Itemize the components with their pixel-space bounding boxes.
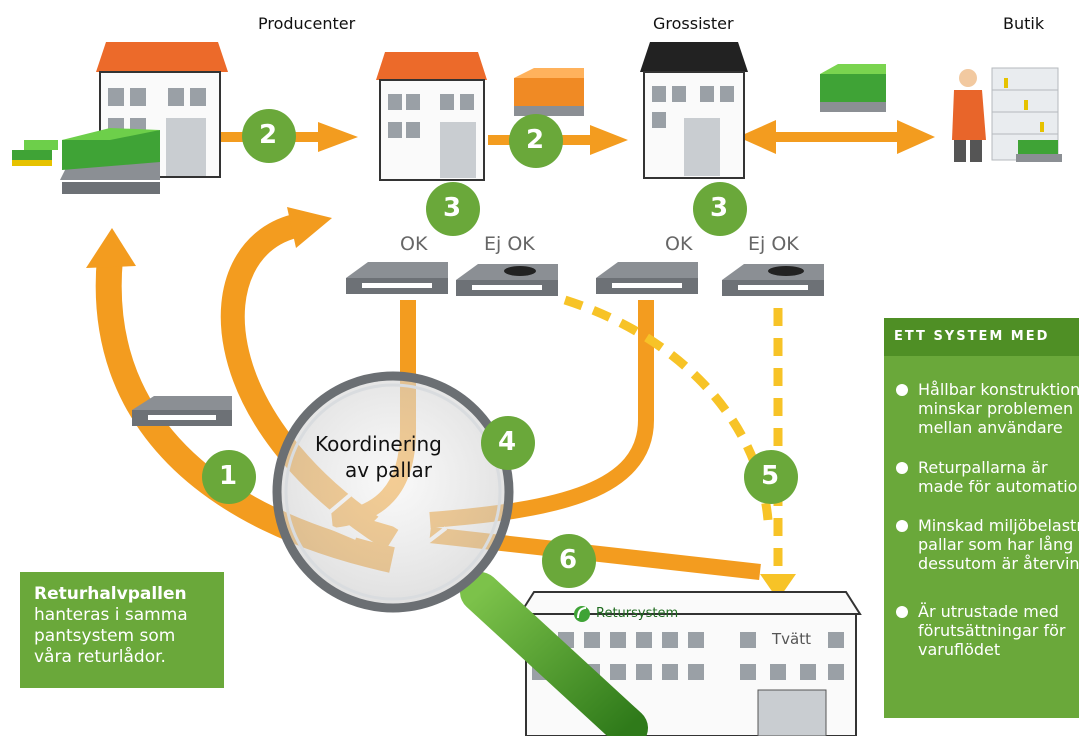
bullet-dot-icon [896, 520, 908, 532]
retursystem-logo-arrow-icon [577, 607, 587, 619]
wash-label: Tvätt [772, 630, 811, 648]
step-number-1: 1 [219, 461, 238, 491]
note-line: hanteras i samma [34, 605, 188, 625]
step-badge-2a [242, 109, 296, 163]
shop-worker-illustration [952, 67, 1062, 162]
return-pallet-note: Returhalvpallen hanteras i samma pantsys… [20, 572, 224, 688]
step-number-5: 5 [761, 461, 780, 491]
step-badge-6 [542, 534, 596, 588]
magnifying-glass-icon [272, 371, 648, 736]
label-not-ok-wholesaler: Ej OK [748, 233, 799, 255]
step-badge-5 [744, 450, 798, 504]
step-number-4: 4 [498, 427, 517, 457]
return-arrow-head-left [86, 228, 136, 268]
note-line: pantsystem som [34, 626, 176, 646]
producer-building-2 [376, 52, 487, 181]
step-number-2a: 2 [259, 120, 278, 150]
benefits-panel-header: ETT SYSTEM MED [884, 318, 1079, 356]
retursystem-logo-text: Retursystem [596, 606, 679, 621]
label-not-ok-producer: Ej OK [484, 233, 535, 255]
arrow-wholesaler-shop-bidirectional [738, 120, 935, 154]
benefits-panel: ETT SYSTEM MED Hållbar konstruktion mins… [884, 318, 1079, 718]
note-title: Returhalvpallen [34, 584, 187, 604]
bullet-dot-icon [896, 462, 908, 474]
bullet-dot-icon [896, 384, 908, 396]
green-crates-pallet [820, 64, 886, 112]
return-arrow-head-right [287, 207, 332, 248]
coordination-title-line1: Koordinering [315, 432, 442, 456]
orange-crates-pallet [514, 68, 584, 116]
step-badge-2b [509, 114, 563, 168]
pallet-on-return-arrow [132, 396, 232, 426]
pallet-rejected-wholesaler [722, 264, 824, 296]
dashed-arrow-head [760, 574, 796, 600]
step-badge-1 [202, 450, 256, 504]
coordination-title-line2: av pallar [345, 458, 432, 482]
step-number-3a: 3 [443, 193, 462, 223]
pallet-rejected-producer [456, 264, 558, 296]
green-crates-stack-producer [12, 128, 160, 194]
label-ok-producer: OK [400, 233, 428, 255]
benefits-panel-title: ETT SYSTEM MED [894, 329, 1050, 344]
step-number-2b: 2 [526, 125, 545, 155]
step-number-3b: 3 [710, 193, 729, 223]
label-producer: Producenter [258, 14, 356, 33]
step-badge-4 [481, 416, 535, 470]
wholesaler-building [640, 42, 748, 179]
note-line: våra returlådor. [34, 647, 166, 667]
step-badge-3b [693, 182, 747, 236]
step-badge-3a [426, 182, 480, 236]
label-wholesaler: Grossister [653, 14, 734, 33]
label-shop: Butik [1003, 14, 1045, 33]
bullet-dot-icon [896, 606, 908, 618]
pallet-ok-producer [346, 262, 448, 294]
label-ok-wholesaler: OK [665, 233, 693, 255]
pallet-ok-wholesaler [596, 262, 698, 294]
step-number-6: 6 [559, 545, 578, 575]
